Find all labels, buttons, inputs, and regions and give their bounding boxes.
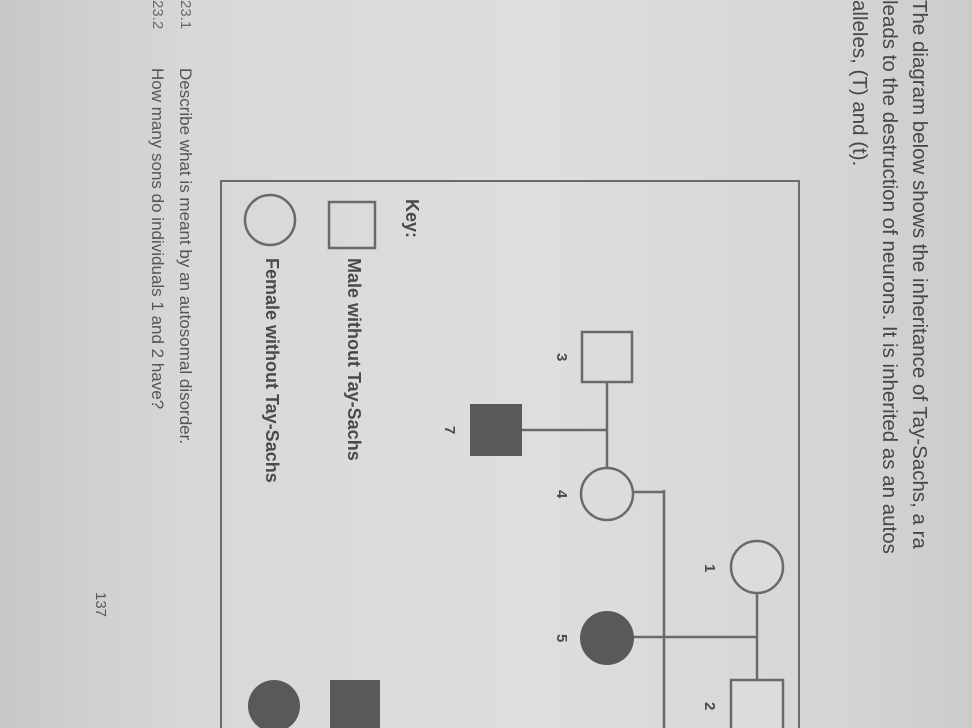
individual-5-female-affected-icon bbox=[580, 611, 634, 665]
key-male-affected-icon bbox=[330, 680, 380, 728]
label-individual-3: 3 bbox=[553, 353, 570, 362]
label-individual-5: 5 bbox=[553, 634, 570, 643]
label-individual-7: 7 bbox=[441, 426, 458, 435]
key-label-male-unaffected: Male without Tay-Sachs bbox=[344, 258, 364, 461]
page-number: 137 bbox=[92, 592, 109, 618]
question-23-2-text: How many sons do individuals 1 and 2 hav… bbox=[148, 68, 167, 410]
label-individual-2: 2 bbox=[701, 702, 718, 711]
label-individual-4: 4 bbox=[553, 490, 570, 499]
key-female-unaffected-icon bbox=[243, 193, 297, 247]
key-label-female-unaffected: Female without Tay-Sachs bbox=[262, 258, 282, 483]
individual-3-male-icon bbox=[580, 330, 634, 384]
individual-7-male-affected-icon bbox=[470, 404, 522, 456]
key-title: Key: bbox=[402, 199, 422, 239]
label-individual-1: 1 bbox=[701, 564, 718, 573]
key-female-affected-icon bbox=[248, 680, 300, 728]
question-number-23-1: 23.1 bbox=[177, 0, 194, 30]
question-number-23-2: 23.2 bbox=[149, 0, 166, 30]
individual-1-female-icon bbox=[729, 539, 785, 595]
individual-4-female-icon bbox=[579, 466, 635, 522]
question-23-1-text: Describe what is meant by an autosomal d… bbox=[176, 68, 195, 445]
individual-2-male-icon bbox=[729, 678, 785, 728]
key-male-unaffected-icon bbox=[327, 200, 377, 250]
